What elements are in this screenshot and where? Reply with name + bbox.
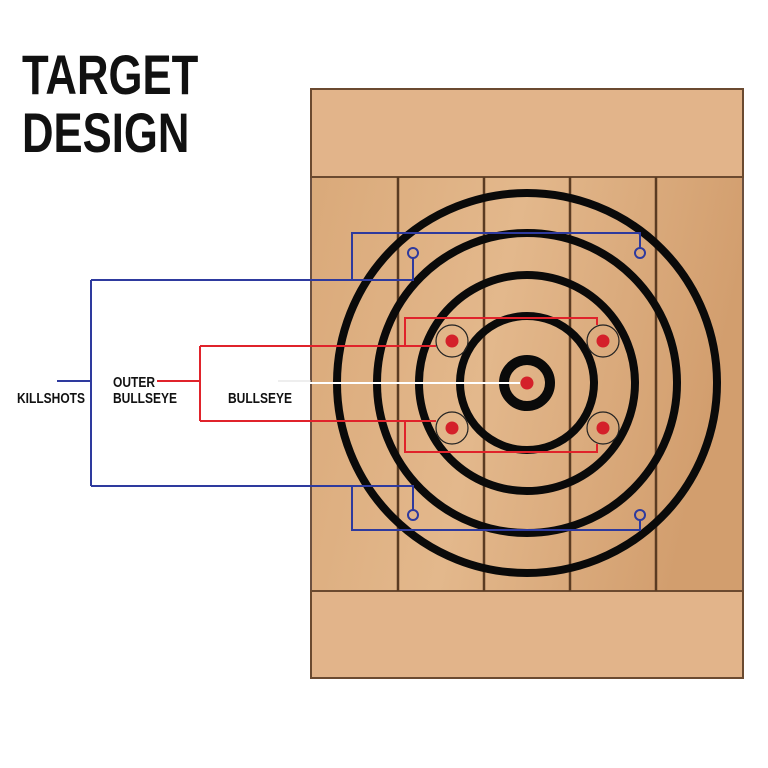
top-plank <box>310 88 744 178</box>
target-rings <box>333 189 721 577</box>
killshot-marker <box>407 247 419 259</box>
killshots-leader-lines <box>57 232 646 531</box>
label-outer-bullseye-line1: OUTER <box>113 374 155 391</box>
outer-bullseye-markers <box>435 324 620 445</box>
label-killshots: KILLSHOTS <box>17 390 85 407</box>
outer-bullseye-dot <box>596 334 610 348</box>
outer-bullseye-dot <box>445 421 459 435</box>
outer-bullseye-leader-lines <box>157 317 598 453</box>
title-line-2: DESIGN <box>22 102 189 164</box>
killshot-marker <box>634 247 646 259</box>
label-outer-bullseye-line2: BULLSEYE <box>113 390 177 407</box>
killshot-marker <box>407 509 419 521</box>
outer-bullseye-dot <box>445 334 459 348</box>
label-bullseye: BULLSEYE <box>228 390 292 407</box>
bullseye-dot <box>520 376 534 390</box>
outer-bullseye-dot <box>596 421 610 435</box>
bottom-plank <box>310 590 744 679</box>
outer-bullseye-circle <box>586 324 620 358</box>
wood-board <box>310 88 744 679</box>
killshot-marker <box>634 509 646 521</box>
outer-bullseye-circle <box>435 324 469 358</box>
title-line-1: TARGET <box>22 44 199 106</box>
title: TARGET DESIGN <box>22 44 199 164</box>
outer-bullseye-circle <box>435 411 469 445</box>
outer-bullseye-circle <box>586 411 620 445</box>
